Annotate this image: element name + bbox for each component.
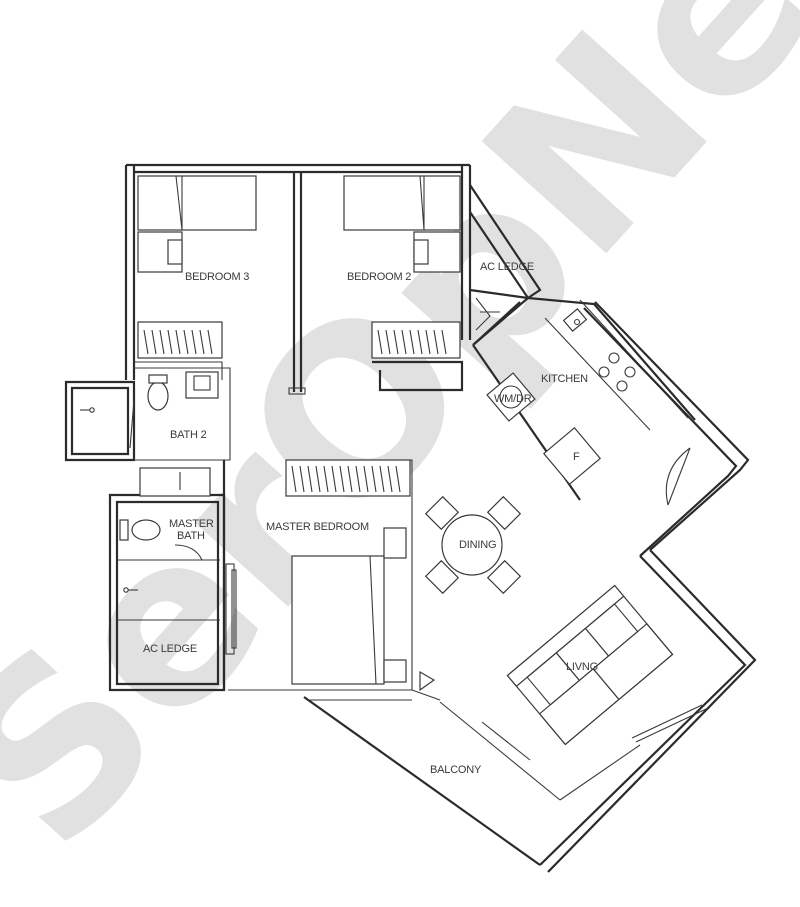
label-fridge: F — [573, 451, 580, 463]
master-bedroom-block — [222, 459, 441, 701]
right-exterior-walls — [539, 301, 757, 873]
label-bath-2: BATH 2 — [170, 429, 207, 441]
label-ac-ledge-top: AC LEDGE — [480, 261, 534, 273]
outer-walls — [124, 163, 472, 395]
label-bedroom-3: BEDROOM 3 — [185, 271, 249, 283]
label-master-bath-2: BATH — [177, 530, 205, 542]
label-master-bedroom: MASTER BEDROOM — [266, 521, 369, 533]
room-labels: BEDROOM 3 BEDROOM 2 AC LEDGE KITCHEN WM/… — [143, 261, 598, 776]
label-living: LIVNG — [566, 661, 598, 673]
balcony-block — [303, 696, 641, 866]
living-sofa — [506, 584, 674, 746]
label-master-bath-1: MASTER — [169, 518, 214, 530]
master-bath-block — [108, 467, 237, 692]
label-bedroom-2: BEDROOM 2 — [347, 271, 411, 283]
bedroom-furniture — [137, 175, 461, 273]
label-ac-ledge-bottom: AC LEDGE — [143, 643, 197, 655]
dining-set — [424, 495, 522, 595]
label-balcony: BALCONY — [430, 764, 482, 776]
wardrobe-hatching — [137, 321, 461, 493]
label-kitchen: KITCHEN — [541, 373, 588, 385]
kitchen-block — [472, 296, 696, 506]
label-dining: DINING — [459, 539, 496, 551]
bath2-block — [64, 367, 231, 462]
label-wm-dr: WM/DR — [494, 393, 532, 405]
